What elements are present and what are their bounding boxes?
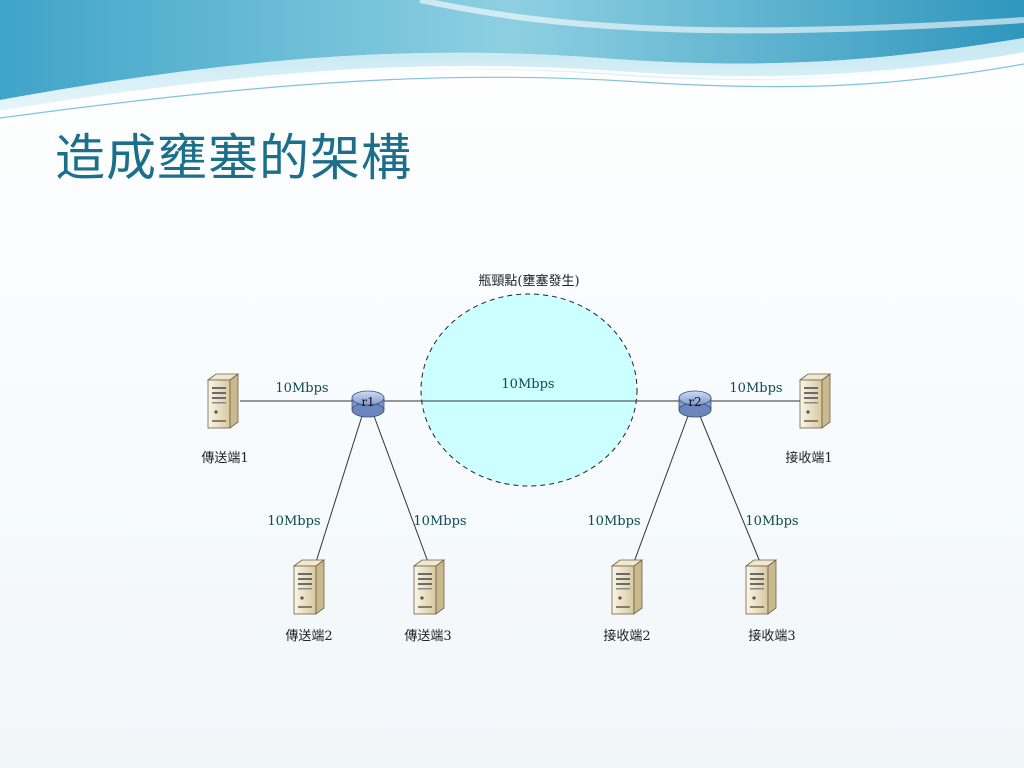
speed-label-r2-receiver3: 10Mbps: [745, 514, 798, 529]
host-label-sender1: 傳送端1: [201, 451, 248, 466]
wave-header-decoration: [0, 0, 1024, 119]
bottleneck-area: [420, 293, 638, 487]
server-icon-sender2: [293, 559, 325, 615]
server-icon-sender3: [413, 559, 445, 615]
bottleneck-label: 瓶頸點(壅塞發生): [478, 273, 579, 289]
server-icon-receiver1: [799, 373, 831, 429]
host-label-sender2: 傳送端2: [285, 629, 332, 644]
router-r2: r2: [678, 390, 712, 418]
slide-title: 造成壅塞的架構: [55, 129, 412, 187]
speed-label-r1-r2: 10Mbps: [501, 377, 554, 392]
server-icon-sender1: [207, 373, 239, 429]
router-label-r1: r1: [361, 395, 374, 409]
host-label-receiver2: 接收端2: [603, 628, 650, 644]
router-label-r2: r2: [688, 395, 701, 409]
host-label-receiver3: 接收端3: [748, 628, 795, 644]
speed-label-r2-receiver1: 10Mbps: [729, 381, 782, 396]
link-r1-sender3: [373, 415, 429, 563]
host-label-receiver1: 接收端1: [785, 450, 832, 466]
router-r1: r1: [351, 390, 385, 418]
server-icon-receiver2: [611, 559, 643, 615]
host-label-sender3: 傳送端3: [404, 629, 451, 644]
speed-label-r2-receiver2: 10Mbps: [587, 514, 640, 529]
link-r2-receiver2: [633, 415, 689, 563]
link-r2-receiver3: [699, 415, 761, 563]
server-icon-receiver3: [745, 559, 777, 615]
speed-label-sender1-r1: 10Mbps: [275, 381, 328, 396]
speed-label-r1-sender2: 10Mbps: [267, 514, 320, 529]
link-r1-sender2: [315, 415, 363, 563]
speed-label-r1-sender3: 10Mbps: [413, 514, 466, 529]
